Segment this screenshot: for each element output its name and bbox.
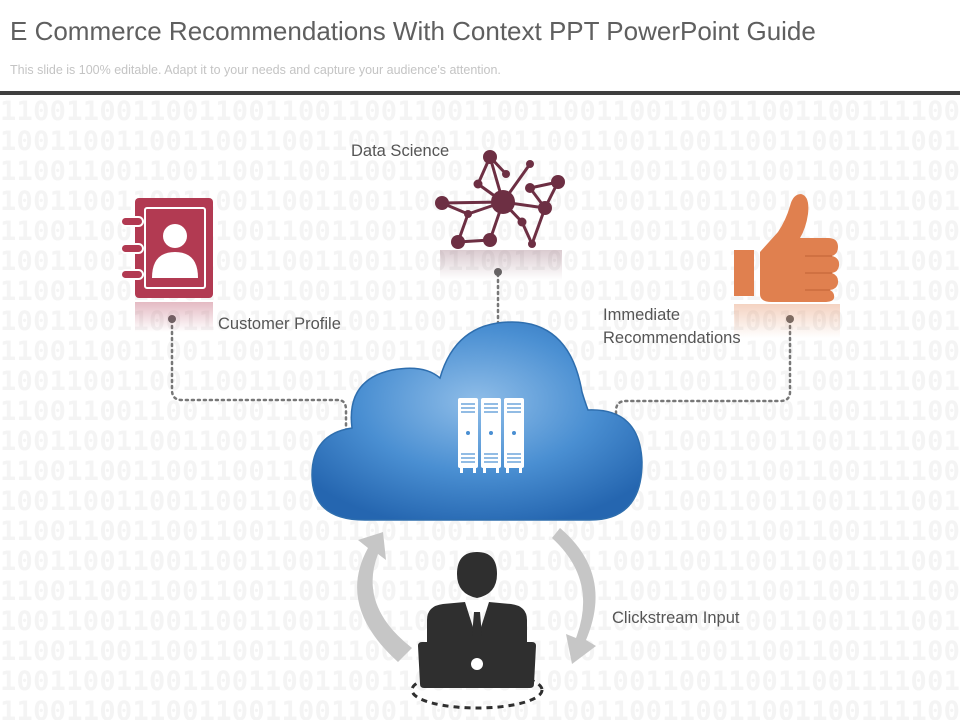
connector-customer-profile [170, 318, 348, 438]
connector-recommendations [614, 318, 792, 422]
binary-row: 1100110011001100110011001100110011001100… [0, 516, 960, 547]
label-immediate-line2: Recommendations [603, 329, 741, 347]
title-divider [0, 91, 960, 95]
binary-row: 1100110011001100110011001100110011001100… [0, 97, 960, 127]
binary-row: 1001100110011001100110011001100110011001… [0, 126, 960, 157]
user-laptop-icon [410, 552, 544, 710]
arrow-up-icon [357, 532, 412, 662]
connector-lines [170, 272, 792, 438]
slide-title: E Commerce Recommendations With Context … [10, 16, 816, 46]
label-immediate-line1: Immediate [603, 306, 681, 324]
arrow-down-icon [552, 528, 596, 664]
slide-subtitle: This slide is 100% editable. Adapt it to… [10, 63, 501, 77]
thumbs-up-icon [734, 194, 840, 338]
label-data-science: Data Science [351, 142, 450, 160]
contact-book-icon [120, 198, 213, 332]
server-rack-icon [458, 398, 524, 473]
label-immediate-recommendations: Immediate Recommendations [603, 304, 741, 350]
label-clickstream-input: Clickstream Input [612, 609, 740, 627]
network-nodes-icon [435, 150, 565, 280]
label-customer-profile: Customer Profile [218, 315, 341, 333]
